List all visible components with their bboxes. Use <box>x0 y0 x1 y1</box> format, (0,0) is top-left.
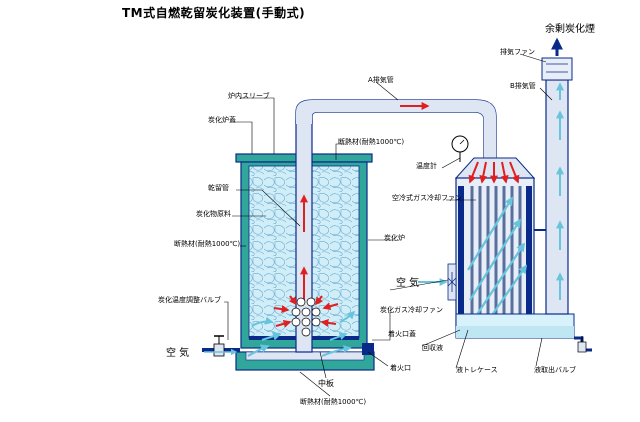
label-air-left: 空 気 <box>166 346 189 359</box>
a-exhaust-pipe <box>295 99 497 160</box>
label-insulation-bottom: 断熱材(耐熱1000℃) <box>300 397 366 406</box>
label-gas-cooler: 炭化ガス冷却ファン <box>380 305 443 314</box>
thermometer <box>451 135 469 162</box>
label-temp-valve: 炭化温度調整バルブ <box>158 295 221 304</box>
label-ignition-port: 着火口 <box>390 363 411 372</box>
label-insulation-side: 断熱材(耐熱1000℃) <box>174 239 240 248</box>
dry-pipe <box>295 119 313 353</box>
label-liquid-case: 液トレケース <box>456 365 498 374</box>
recovery-tank <box>455 313 592 353</box>
label-furnace: 炭化炉 <box>384 233 405 242</box>
temp-adjust-valve <box>202 335 240 357</box>
b-exhaust-chimney <box>534 37 573 315</box>
label-furnace-sleeve: 炉内スリーブ <box>228 91 270 100</box>
label-drain-valve: 液取出バルブ <box>534 365 576 374</box>
label-insulation-top: 断熱材(耐熱1000℃) <box>338 137 404 146</box>
label-a-exhaust-pipe: A排気管 <box>368 75 394 84</box>
label-b-exhaust-pipe: B排気管 <box>510 81 536 90</box>
gas-cooler <box>418 157 536 335</box>
label-air-right: 空 気 <box>396 276 419 289</box>
burner-coil <box>273 295 339 337</box>
label-charcoal-material: 炭化物原料 <box>196 209 231 218</box>
label-furnace-wall: 炭化炉蓋 <box>208 115 236 124</box>
furnace-air-flow <box>247 310 356 357</box>
leader-lines <box>224 53 553 397</box>
label-middle-plate: 中板 <box>318 378 334 388</box>
label-ignition-cover: 着火口蓋 <box>388 329 416 338</box>
label-dry-pipe: 乾留管 <box>208 183 229 192</box>
label-thermometer: 温度計 <box>416 161 437 170</box>
label-exhaust-top: 余剰炭化煙 <box>545 22 595 35</box>
label-exhaust-fan: 排気ファン <box>500 47 535 56</box>
page-title: TM式自燃乾留炭化装置(手動式) <box>122 6 306 20</box>
label-recovery-liquid: 回収液 <box>422 343 443 352</box>
label-air-cooling-fan: 空冷式ガス冷却ファン <box>392 193 462 202</box>
